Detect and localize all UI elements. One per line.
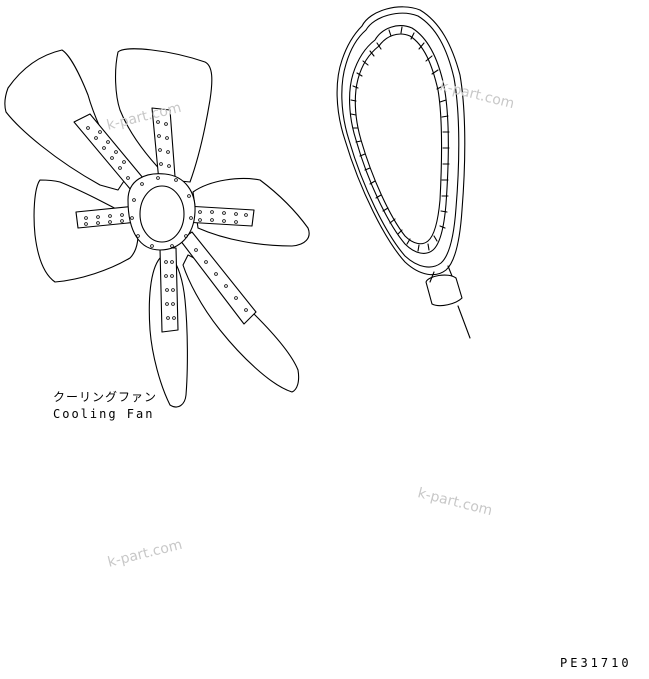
belt-innermost-edge	[354, 33, 443, 245]
fan-blade-lower-right	[182, 254, 300, 393]
fan-blade-left	[33, 179, 139, 283]
figure-code: PE31710	[560, 656, 632, 670]
belt-cog-teeth	[350, 26, 450, 252]
fan-blade-bottom	[148, 257, 188, 408]
fan-label-jp: クーリングファン	[53, 390, 158, 404]
belt-tensioner	[425, 274, 463, 307]
cooling-fan-icon	[4, 48, 310, 408]
belt-second-edge	[341, 12, 460, 268]
fan-hub	[127, 173, 196, 251]
belt-inner-edge	[349, 25, 449, 254]
fan-label-en: Cooling Fan	[53, 407, 155, 421]
fan-belt-icon	[336, 6, 471, 339]
belt-outer-edge	[336, 6, 466, 276]
belt-leader-line	[457, 305, 471, 339]
